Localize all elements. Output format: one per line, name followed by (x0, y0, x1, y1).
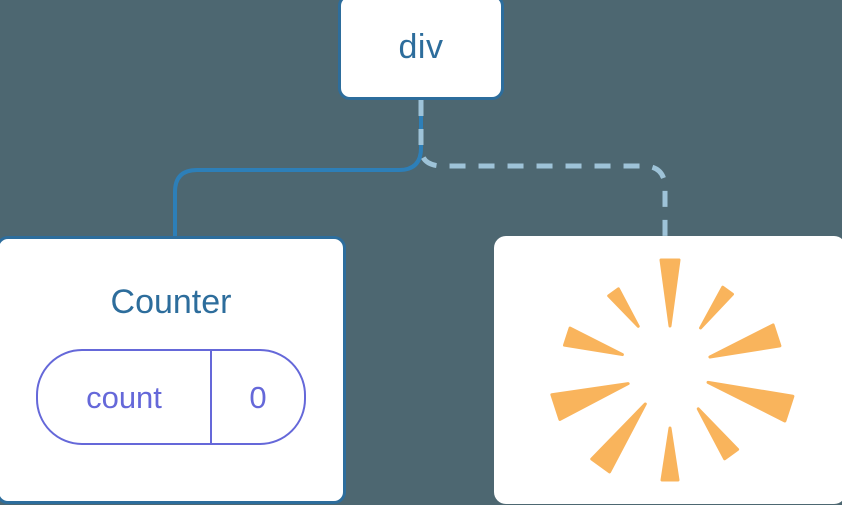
node-div[interactable]: div (338, 0, 504, 100)
sparkle-ray-7 (550, 382, 630, 421)
node-counter-label: Counter (110, 283, 232, 321)
node-counter[interactable]: Counter count 0 (0, 236, 346, 504)
node-div-label: div (398, 28, 444, 66)
edge-div-to-sparkle (418, 100, 668, 238)
state-value-label: 0 (210, 351, 304, 443)
sparkle-ray-2 (708, 323, 782, 359)
sparkle-ray-3 (706, 380, 795, 423)
sparkle-ray-4 (696, 407, 740, 461)
sparkle-burst-icon (550, 258, 795, 482)
state-badge-count[interactable]: count 0 (36, 349, 306, 445)
sparkle-ray-5 (660, 426, 680, 482)
sparkle-ray-8 (563, 326, 624, 357)
sparkle-ray-6 (590, 402, 647, 474)
sparkle-ray-1 (699, 285, 734, 330)
sparkle-ray-9 (607, 287, 640, 328)
edge-div-to-counter (173, 100, 423, 238)
node-sparkle[interactable] (494, 236, 842, 504)
state-key-label: count (86, 379, 162, 415)
sparkle-ray-0 (659, 258, 681, 328)
